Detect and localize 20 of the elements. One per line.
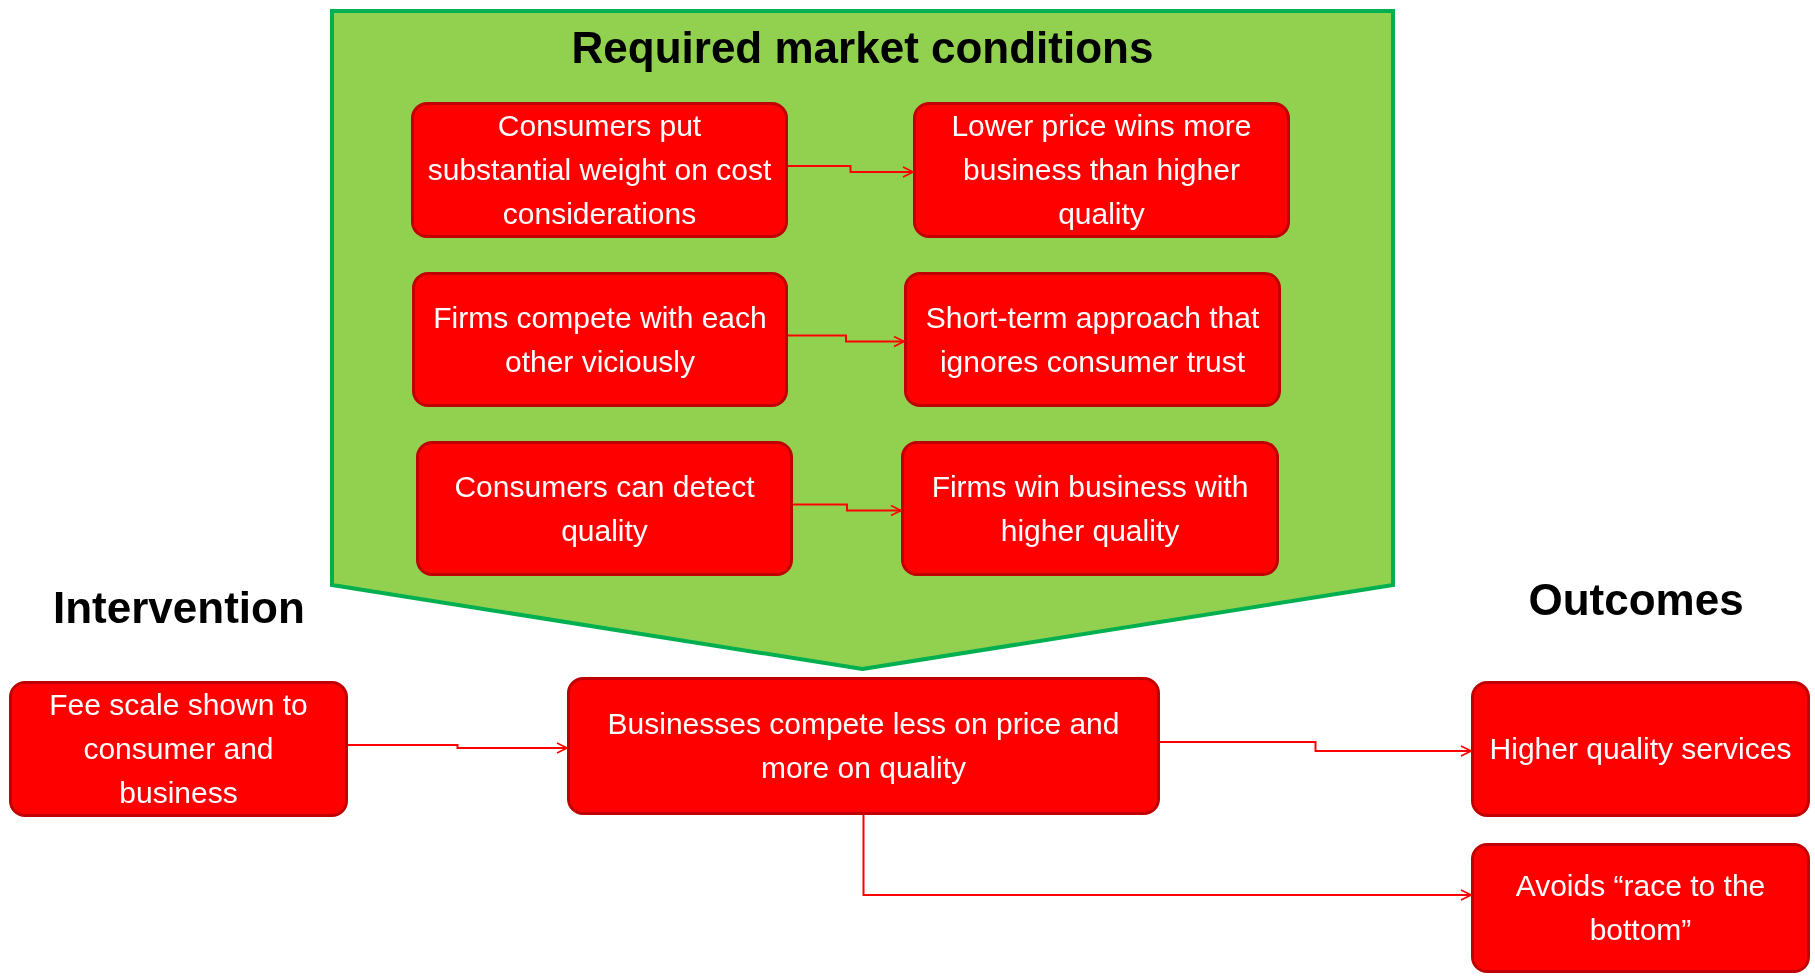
section-heading: Intervention bbox=[53, 583, 305, 633]
arrow bbox=[862, 814, 1472, 901]
process-box: Higher quality services bbox=[1471, 681, 1810, 817]
arrow bbox=[787, 334, 905, 348]
pentagon-arrow-panel bbox=[330, 9, 1395, 671]
process-box: Firms compete with each other viciously bbox=[412, 272, 788, 407]
process-box: Short-term approach that ignores consumer trust bbox=[904, 272, 1281, 407]
process-box: Avoids “race to the bottom” bbox=[1471, 843, 1810, 973]
arrow bbox=[792, 503, 902, 517]
arrow bbox=[787, 165, 914, 178]
arrow bbox=[347, 742, 568, 754]
process-box: Consumers put substantial weight on cost considerations bbox=[411, 102, 788, 238]
process-box: Fee scale shown to consumer and business bbox=[9, 681, 348, 817]
process-box: Lower price wins more business than higher quality bbox=[913, 102, 1290, 238]
section-heading: Outcomes bbox=[1528, 575, 1744, 625]
process-box: Consumers can detect quality bbox=[416, 441, 793, 576]
panel-title: Required market conditions bbox=[570, 23, 1155, 73]
process-box: Firms win business with higher quality bbox=[901, 441, 1279, 576]
arrow bbox=[1159, 741, 1472, 757]
process-box: Businesses compete less on price and more on quality bbox=[567, 677, 1160, 815]
